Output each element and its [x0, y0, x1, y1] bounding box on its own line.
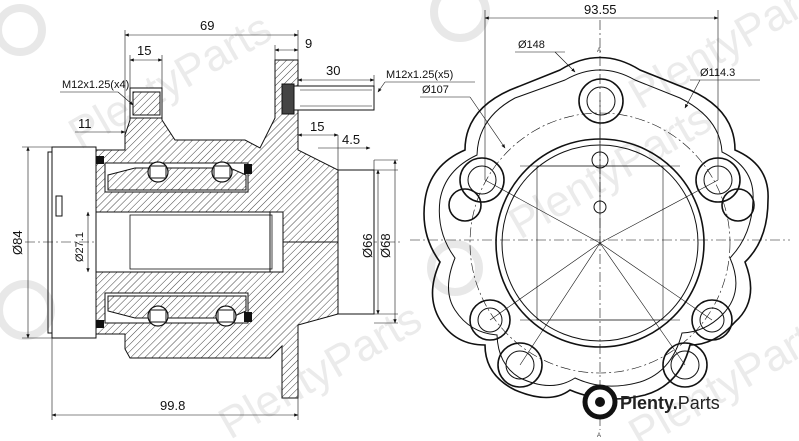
ball-cage: [217, 309, 235, 323]
dim-99-8-label: 99.8: [160, 398, 185, 413]
dim-9-label: 9: [305, 36, 312, 51]
radial-line: [599, 242, 713, 321]
bolt-hole-lower-right: [662, 342, 708, 388]
thread-left-label: M12x1.25(x4): [62, 79, 129, 91]
brake-disc-icon: [582, 384, 618, 420]
watermark-disc-icon: [0, 0, 490, 340]
bolt-hole-lower-left: [497, 342, 543, 388]
dia-27-1-label: Ø27.1: [74, 232, 86, 262]
ball-cage: [149, 309, 167, 323]
stud-hole-upper-left: [459, 157, 505, 203]
wheel-stud: [293, 85, 375, 111]
dia-148-label: Ø148: [518, 39, 545, 51]
inner-ring-upper: [107, 167, 247, 191]
logo-text: Plenty.Parts: [620, 393, 720, 413]
front-flange-view: 93.55 Ø148 Ø114.3 Ø107 A A: [410, 2, 790, 439]
leader-line: [469, 96, 506, 149]
dim-15-label: 15: [137, 43, 151, 58]
leader-line: [684, 79, 701, 109]
leader-line: [377, 81, 386, 93]
mount-boss-section: [132, 91, 161, 116]
mark-a-top: A: [597, 48, 601, 54]
dim-15-mid-label: 15: [310, 119, 324, 134]
thread-right-label: M12x1.25(x5): [386, 69, 453, 81]
mark-a-bottom: A: [597, 433, 601, 439]
ball-cage: [149, 165, 167, 179]
radial-line: [519, 242, 601, 366]
logo-dot: .: [673, 393, 678, 413]
side-section-view: 69 15 9 30 M12x1.25(x4) M12x1.25(x5) 11 …: [10, 18, 475, 420]
dia-114-3-label: Ø114.3: [700, 67, 735, 79]
flange-outline: [423, 56, 769, 400]
leader-line: [117, 91, 134, 106]
ball-cage: [213, 165, 231, 179]
stud-hole-top: [578, 78, 624, 124]
seal-lower: [96, 320, 104, 328]
stud-hole-lower-left: [469, 299, 511, 341]
dim-4-5-label: 4.5: [342, 132, 360, 147]
center-mark-hole: [593, 200, 607, 214]
dim-93-55-label: 93.55: [584, 2, 617, 17]
logo-word-parts: Parts: [678, 393, 720, 413]
radial-line: [484, 179, 601, 244]
bolt-hole-right: [721, 188, 755, 222]
shaft-bore: [129, 214, 273, 270]
brand-logo: Plenty.Parts: [582, 384, 720, 420]
dim-69-label: 69: [200, 18, 214, 33]
seal-lower-right: [244, 312, 252, 322]
bolt-hole-left: [448, 188, 482, 222]
flange-inner-outline: [438, 69, 754, 387]
radial-line: [489, 242, 601, 321]
dia-68-label: Ø68: [378, 233, 393, 258]
dia-107-label: Ø107: [422, 84, 449, 96]
dim-30-label: 30: [326, 63, 340, 78]
seal-upper: [96, 156, 104, 164]
dim-11-label: 11: [78, 116, 92, 131]
cap-lip: [47, 151, 53, 334]
dia-84-label: Ø84: [10, 230, 25, 255]
leader-line: [554, 51, 576, 73]
logo-word-plenty: Plenty: [620, 393, 674, 413]
dia-66-label: Ø66: [360, 233, 375, 258]
sensor-slot: [55, 195, 63, 217]
index-hole: [591, 151, 609, 169]
stud-knurl: [281, 83, 295, 115]
stud-hole-lower-right: [691, 299, 733, 341]
radial-line: [599, 242, 686, 366]
pilot-flange: [337, 169, 375, 315]
seal-upper-right: [244, 164, 252, 174]
